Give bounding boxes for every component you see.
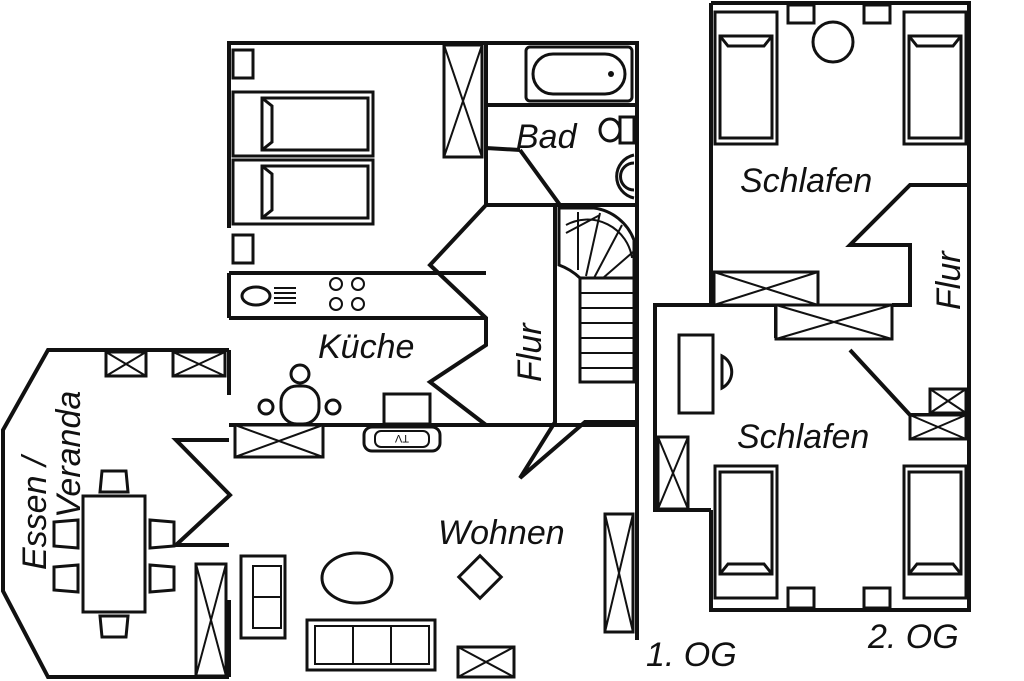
nightstand (862, 3, 892, 25)
second-floor-left-wall (653, 3, 713, 512)
nightstand (231, 233, 255, 265)
bed (713, 10, 779, 146)
flur-wall-left (484, 145, 521, 205)
room-label-veranda: Veranda (50, 391, 88, 518)
first-floor-outer-wall (227, 41, 639, 640)
washbasin-icon (615, 153, 635, 200)
bed (713, 464, 779, 600)
bathtub (524, 45, 634, 103)
kitchen-flur-wall (426, 203, 488, 427)
side-table (456, 553, 504, 601)
floor-label-1og: 1. OG (646, 636, 737, 674)
room-label-kueche: Küche (318, 328, 414, 366)
room-label-wohnen: Wohnen (438, 514, 565, 552)
flur-to-stair-wall (518, 205, 637, 480)
sink-icon (240, 285, 272, 307)
bed (231, 90, 375, 158)
veranda-outer-wall (0, 348, 229, 679)
living-veranda-wall (170, 438, 233, 547)
tv-bench (362, 425, 442, 453)
armchair-icon (257, 363, 342, 426)
room-label-bad: Bad (516, 118, 578, 156)
room-label-flur: Flur (511, 322, 549, 382)
room-label-flur-2og: Flur (930, 250, 968, 310)
schlafen-partition (711, 303, 778, 338)
tv-label: TV (394, 432, 409, 444)
drain-icon (608, 71, 614, 77)
room-label-schlafen-bottom: Schlafen (737, 418, 869, 456)
stove-icon (329, 277, 365, 311)
second-floor-outer-wall (709, 1, 971, 612)
bed (902, 464, 968, 600)
wardrobe-cross (443, 44, 483, 158)
nightstand (862, 586, 892, 610)
desk (382, 392, 432, 426)
first-floor: TV (0, 41, 737, 679)
round-table (811, 20, 855, 64)
armchair (239, 554, 287, 640)
desk (677, 333, 715, 415)
nightstand (786, 586, 816, 610)
nightstand (786, 3, 816, 25)
flur-2og-wall (845, 183, 969, 307)
nightstand (231, 48, 255, 80)
room-label-essen: Essen / (16, 453, 54, 570)
room-label-schlafen-top: Schlafen (740, 162, 872, 200)
coffee-table (320, 551, 394, 605)
dining-table (52, 469, 176, 639)
second-floor: Schlafen Flur Schlafen 2. OG (653, 1, 971, 656)
drain-board-icon (274, 287, 296, 304)
staircase (557, 206, 636, 384)
bed (231, 158, 375, 226)
floor-label-2og: 2. OG (867, 618, 959, 656)
flur-wall (518, 148, 637, 207)
toilet-icon (598, 115, 636, 145)
bed (902, 10, 968, 146)
chair-icon (720, 353, 734, 391)
sofa (305, 618, 437, 672)
